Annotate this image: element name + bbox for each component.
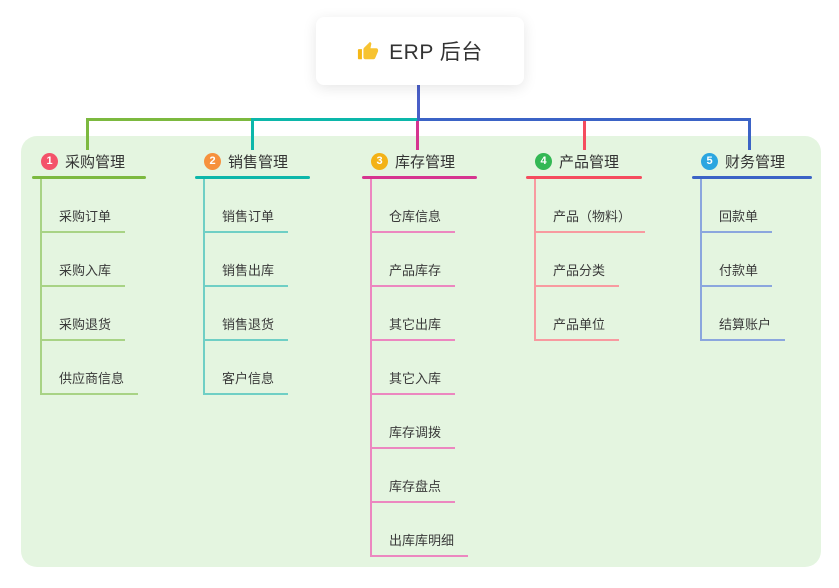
root-connector-stub	[417, 85, 420, 121]
branch1-drop-line	[86, 118, 89, 150]
branch-underline	[362, 176, 477, 179]
children-connector-line	[534, 179, 536, 341]
branch-underline	[195, 176, 310, 179]
child-node[interactable]: 产品库存	[362, 233, 477, 287]
child-node[interactable]: 采购入库	[32, 233, 146, 287]
branch-underline	[526, 176, 642, 179]
child-node[interactable]: 其它出库	[362, 287, 477, 341]
root-node-erp[interactable]: ERP 后台	[316, 17, 524, 85]
branch-title: 采购管理	[65, 153, 126, 171]
branch-node-sales[interactable]: 2 销售管理	[195, 146, 310, 176]
root-node-label: ERP 后台	[389, 41, 483, 64]
child-node[interactable]: 回款单	[692, 179, 812, 233]
child-node-label: 产品库存	[370, 260, 456, 287]
branch-node-finance[interactable]: 5 财务管理	[692, 146, 812, 176]
child-node-label: 库存调拨	[370, 422, 456, 449]
connector-horizontal-branch5	[417, 118, 751, 121]
child-node[interactable]: 结算账户	[692, 287, 812, 341]
branch-finance: 5 财务管理 回款单 付款单 结算账户	[692, 146, 812, 341]
child-node-label: 其它入库	[370, 368, 456, 395]
connector-horizontal-branch1	[86, 118, 253, 121]
child-node[interactable]: 客户信息	[195, 341, 310, 395]
branch-children: 采购订单 采购入库 采购退货 供应商信息	[32, 179, 146, 395]
child-node-label: 产品（物料）	[534, 206, 646, 233]
branch-number-badge: 1	[41, 152, 58, 170]
branch4-drop-line	[583, 121, 586, 150]
child-node[interactable]: 销售出库	[195, 233, 310, 287]
child-node[interactable]: 其它入库	[362, 341, 477, 395]
child-node[interactable]: 产品分类	[526, 233, 642, 287]
child-node-label: 其它出库	[370, 314, 456, 341]
branch-children: 仓库信息 产品库存 其它出库 其它入库 库存调拨 库存盘点 出库库明细	[362, 179, 477, 557]
branch-number-badge: 5	[701, 152, 718, 170]
child-node-label: 产品单位	[534, 314, 620, 341]
child-node[interactable]: 销售订单	[195, 179, 310, 233]
branch-underline	[32, 176, 146, 179]
branch-node-product[interactable]: 4 产品管理	[526, 146, 642, 176]
branch-node-inventory[interactable]: 3 库存管理	[362, 146, 477, 176]
branch3-drop-line	[416, 121, 419, 150]
branch-title: 库存管理	[395, 153, 456, 171]
child-node[interactable]: 出库库明细	[362, 503, 477, 557]
child-node[interactable]: 付款单	[692, 233, 812, 287]
child-node[interactable]: 采购订单	[32, 179, 146, 233]
child-node[interactable]: 供应商信息	[32, 341, 146, 395]
child-node[interactable]: 产品（物料）	[526, 179, 646, 233]
branch5-drop-line	[748, 118, 751, 150]
child-node-label: 供应商信息	[40, 368, 139, 395]
branch-node-purchase[interactable]: 1 采购管理	[32, 146, 146, 176]
branches-background-panel	[21, 136, 821, 567]
child-node[interactable]: 仓库信息	[362, 179, 477, 233]
branch-title: 财务管理	[725, 153, 786, 171]
child-node-label: 库存盘点	[370, 476, 456, 503]
branch-number-badge: 3	[371, 152, 388, 170]
branch-purchase: 1 采购管理 采购订单 采购入库 采购退货 供应商信息	[32, 146, 146, 395]
child-node-label: 结算账户	[700, 314, 786, 341]
children-connector-line	[370, 179, 372, 557]
thumbs-up-icon	[357, 40, 379, 62]
child-node-label: 客户信息	[203, 368, 289, 395]
branch-title: 产品管理	[559, 153, 620, 171]
branch-number-badge: 2	[204, 152, 221, 170]
child-node-label: 采购订单	[40, 206, 126, 233]
branch-children: 产品（物料） 产品分类 产品单位	[526, 179, 646, 341]
child-node-label: 出库库明细	[370, 530, 469, 557]
child-node-label: 销售订单	[203, 206, 289, 233]
child-node-label: 付款单	[700, 260, 773, 287]
child-node-label: 回款单	[700, 206, 773, 233]
branch-title: 销售管理	[228, 153, 289, 171]
child-node-label: 仓库信息	[370, 206, 456, 233]
branch-underline	[692, 176, 812, 179]
child-node-label: 产品分类	[534, 260, 620, 287]
branch-children: 回款单 付款单 结算账户	[692, 179, 812, 341]
child-node-label: 采购入库	[40, 260, 126, 287]
branch-number-badge: 4	[535, 152, 552, 170]
child-node-label: 销售退货	[203, 314, 289, 341]
child-node[interactable]: 产品单位	[526, 287, 642, 341]
child-node[interactable]: 销售退货	[195, 287, 310, 341]
branch-inventory: 3 库存管理 仓库信息 产品库存 其它出库 其它入库 库存调拨 库存盘点 出库库…	[362, 146, 477, 557]
connector-horizontal-branch2	[251, 118, 418, 121]
children-connector-line	[700, 179, 702, 341]
branch-children: 销售订单 销售出库 销售退货 客户信息	[195, 179, 310, 395]
branch2-drop-line	[251, 118, 254, 150]
child-node[interactable]: 库存调拨	[362, 395, 477, 449]
child-node[interactable]: 库存盘点	[362, 449, 477, 503]
branch-product: 4 产品管理 产品（物料） 产品分类 产品单位	[526, 146, 646, 341]
children-connector-line	[203, 179, 205, 395]
child-node-label: 采购退货	[40, 314, 126, 341]
children-connector-line	[40, 179, 42, 395]
child-node-label: 销售出库	[203, 260, 289, 287]
child-node[interactable]: 采购退货	[32, 287, 146, 341]
branch-sales: 2 销售管理 销售订单 销售出库 销售退货 客户信息	[195, 146, 310, 395]
